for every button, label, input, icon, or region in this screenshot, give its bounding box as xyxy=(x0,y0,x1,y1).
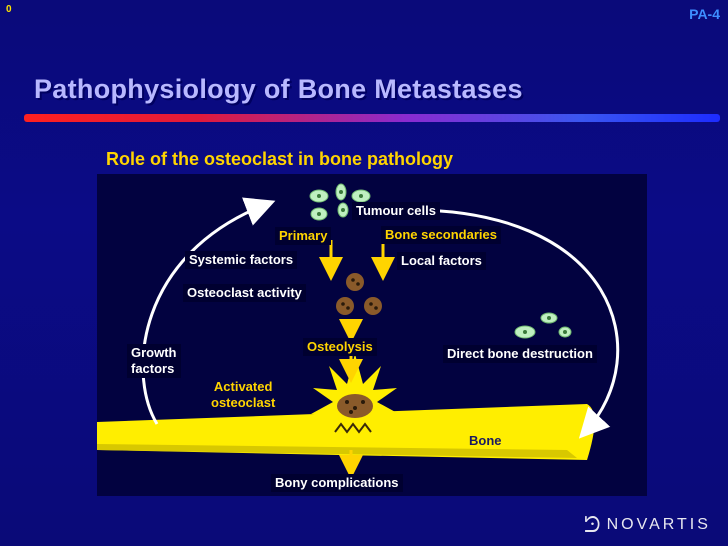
activated-line1: Activated xyxy=(213,379,273,394)
slide-number: 0 xyxy=(6,4,12,15)
tumour-cells-label: Tumour cells xyxy=(352,202,440,220)
novartis-logo: ᘦ NOVARTIS xyxy=(584,512,711,538)
bone-secondaries-label: Bone secondaries xyxy=(381,226,501,244)
growth-factors-line2: factors xyxy=(131,361,175,376)
growth-factors-line1: Growth xyxy=(131,345,177,360)
subtitle: Role of the osteoclast in bone pathology xyxy=(106,149,454,169)
slide-code: PA-4 xyxy=(689,6,720,22)
novartis-wordmark: NOVARTIS xyxy=(606,516,711,533)
osteoclast-cells xyxy=(336,273,382,315)
bone-label: Bone xyxy=(469,433,502,448)
tumour-cells-right xyxy=(514,312,572,339)
osteoclast-activity-label: Osteoclast activity xyxy=(183,284,306,302)
resorption-pit xyxy=(334,422,372,434)
systemic-factors-label: Systemic factors xyxy=(185,251,298,269)
novartis-mark-icon: ᘦ xyxy=(584,512,601,537)
direct-bone-destruction-label: Direct bone destruction xyxy=(443,345,597,363)
activated-line2: osteoclast xyxy=(211,395,276,410)
activated-osteoclast-label: Activated osteoclast xyxy=(207,378,279,412)
growth-factors-label: Growth factors xyxy=(127,344,181,378)
bony-complications-label: Bony complications xyxy=(271,474,403,492)
growth-factors-arrow xyxy=(141,197,276,425)
direct-destruction-arrow xyxy=(396,208,620,439)
diagram-graphics xyxy=(97,183,620,479)
bone-shading xyxy=(97,444,577,458)
page-title: Pathophysiology of Bone Metastases xyxy=(34,74,523,104)
diagram-panel: Tumour cells Primary Bone secondaries Sy… xyxy=(97,174,647,496)
primary-label: Primary xyxy=(275,227,332,245)
local-factors-label: Local factors xyxy=(397,252,486,270)
title-divider xyxy=(24,114,720,122)
osteolysis-label: Osteolysis xyxy=(303,338,377,356)
